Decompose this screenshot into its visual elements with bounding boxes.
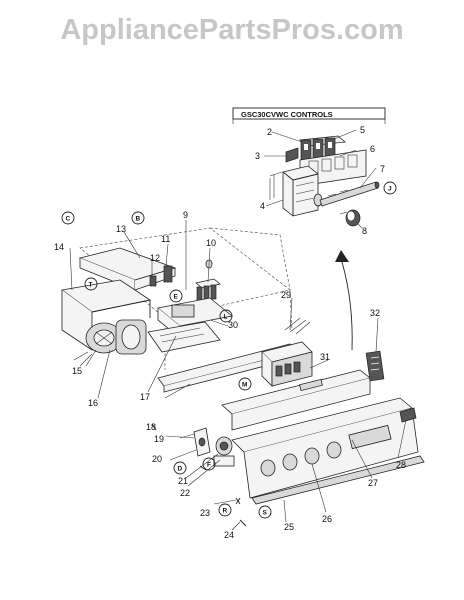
label-27: 27 (368, 478, 378, 488)
label-17: 17 (140, 392, 150, 402)
leader-lines (69, 129, 407, 531)
svg-text:M: M (242, 382, 247, 389)
label-8: 8 (362, 226, 367, 236)
inset-title: GSC30CVWC CONTROLS (241, 110, 333, 119)
svg-text:R: R (223, 508, 228, 515)
part-blower-motor (73, 319, 147, 367)
label-10: 10 (206, 238, 216, 248)
part-timer (261, 317, 313, 387)
svg-text:J: J (388, 186, 392, 193)
part-bracket (61, 279, 152, 351)
label-5: 5 (360, 125, 365, 135)
label-28: 28 (396, 460, 406, 470)
label-31: 31 (320, 352, 330, 362)
inset-controls: GSC30CVWC CONTROLS (232, 107, 386, 227)
callout-c: C (61, 211, 75, 225)
label-26: 26 (322, 514, 332, 524)
callout-t: T (84, 277, 98, 291)
svg-text:S: S (263, 510, 268, 517)
label-4: 4 (260, 201, 265, 211)
svg-text:F: F (207, 462, 211, 469)
part-rotary-switch (213, 436, 235, 467)
label-25: 25 (284, 522, 294, 532)
label-21: 21 (178, 476, 188, 486)
part-panel-back (221, 369, 371, 431)
arrow-to-inset (335, 250, 353, 351)
part-relay-block (149, 259, 221, 302)
label-32: 32 (370, 308, 380, 318)
label-2: 2 (267, 127, 272, 137)
label-22: 22 (180, 488, 190, 498)
inset-title-box (232, 107, 386, 120)
part-connector (285, 147, 299, 163)
label-23: 23 (200, 508, 210, 518)
label-3: 3 (255, 151, 260, 161)
svg-text:C: C (66, 216, 71, 223)
callout-d: D (173, 461, 187, 475)
callout-r: R (218, 503, 232, 517)
callout-j: J (383, 181, 397, 195)
label-18: 18 (146, 422, 156, 432)
label-24: 24 (224, 530, 234, 540)
letter-callouts: C B T E L M J (61, 181, 397, 519)
label-20: 20 (152, 454, 162, 464)
callout-s: S (258, 505, 272, 519)
label-14: 14 (54, 242, 64, 252)
svg-text:T: T (89, 282, 93, 289)
label-11: 11 (161, 234, 170, 244)
part-number-labels: 2 3 4 5 6 7 8 9 10 11 12 13 14 15 16 17 … (54, 125, 406, 540)
label-9: 9 (183, 210, 188, 220)
part-trim-strip (251, 455, 425, 505)
part-cover (78, 247, 177, 291)
part-control-switch (269, 165, 323, 217)
callout-b-top: B (131, 211, 145, 225)
part-control-board (147, 297, 233, 353)
part-knob (339, 209, 361, 227)
label-16: 16 (88, 398, 98, 408)
callout-m: M (238, 377, 252, 391)
svg-text:B: B (136, 216, 141, 223)
part-shaft (319, 181, 380, 207)
svg-text:D: D (178, 466, 183, 473)
label-6: 6 (370, 144, 375, 154)
label-30: 30 (228, 320, 238, 330)
callout-l: L (219, 309, 233, 323)
label-13: 13 (116, 224, 126, 234)
svg-text:L: L (224, 314, 228, 321)
label-15: 15 (72, 366, 82, 376)
svg-text:E: E (174, 294, 179, 301)
part-end-bracket (179, 427, 211, 457)
watermark: AppliancePartsPros.com (60, 14, 404, 46)
part-end-cap (365, 350, 385, 382)
label-19: 19 (154, 434, 164, 444)
callout-e: E (169, 289, 183, 303)
label-7: 7 (380, 164, 385, 174)
part-front-panel (231, 397, 419, 499)
label-29: 29 (281, 290, 291, 300)
label-12: 12 (150, 253, 160, 263)
